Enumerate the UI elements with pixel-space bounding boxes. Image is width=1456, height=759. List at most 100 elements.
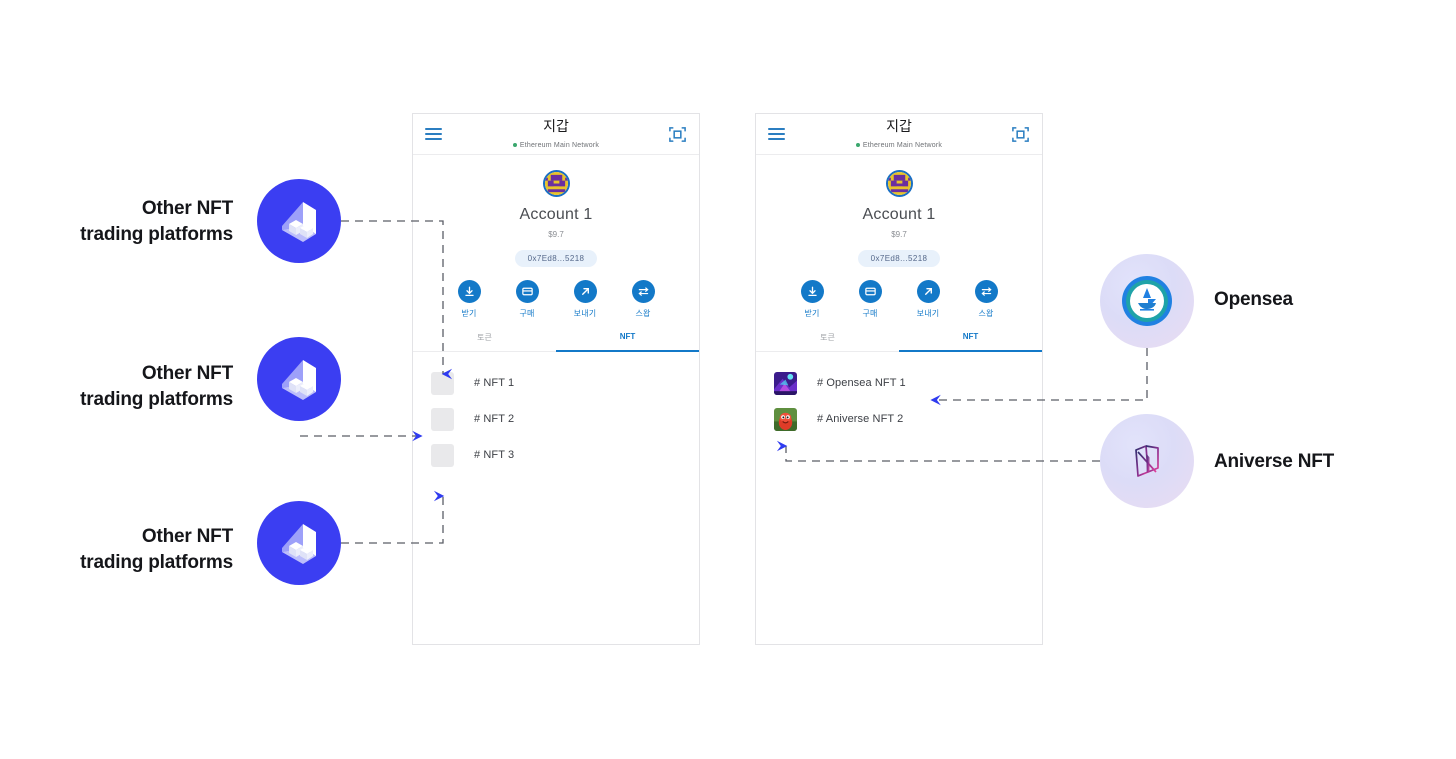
menu-icon[interactable] <box>425 128 442 140</box>
network-label: Ethereum Main Network <box>519 141 600 149</box>
wallet-tabs-left: 토큰 NFT <box>413 332 699 352</box>
receive-label: 받기 <box>804 309 820 318</box>
platform-badge-2[interactable] <box>257 337 341 421</box>
account-balance: $9.7 <box>891 230 907 239</box>
list-item[interactable]: # NFT 2 <box>413 401 699 437</box>
send-label: 보내기 <box>916 309 940 318</box>
wallet-address-pill[interactable]: 0x7Ed8...5218 <box>857 250 941 267</box>
swap-button[interactable]: 스왑 <box>621 280 665 319</box>
page-title: 지갑 <box>543 118 569 134</box>
download-icon <box>457 280 481 303</box>
marketplace-isometric-icon <box>282 360 316 400</box>
platform-badge-1[interactable] <box>257 179 341 263</box>
nft-thumbnail-placeholder <box>431 443 454 467</box>
list-item[interactable]: # NFT 3 <box>413 437 699 473</box>
tab-nft[interactable]: NFT <box>899 332 1042 352</box>
left-label-2-line1: Other NFT <box>141 363 233 384</box>
wallet-address-pill[interactable]: 0x7Ed8...5218 <box>514 250 598 267</box>
avatar[interactable] <box>542 170 570 197</box>
send-button[interactable]: 보내기 <box>906 280 950 319</box>
aniverse-nft-thumbnail <box>774 407 797 431</box>
network-status-dot <box>855 143 860 148</box>
action-buttons-row: 받기 구매 보내기 스 <box>756 280 1042 319</box>
wallet-phone-right: 지갑 Ethereum Main Network <box>755 113 1043 645</box>
left-label-3-line1: Other NFT <box>141 526 233 547</box>
download-icon <box>800 280 824 303</box>
left-label-1-line1: Other NFT <box>141 198 233 219</box>
send-arrow-icon <box>573 280 597 303</box>
qr-scan-icon[interactable] <box>668 125 687 144</box>
phone-title-block: 지갑 Ethereum Main Network <box>756 118 1042 152</box>
list-item[interactable]: # Opensea NFT 1 <box>756 365 1042 401</box>
nft-name: # NFT 3 <box>474 449 515 461</box>
swap-button[interactable]: 스왑 <box>964 280 1008 319</box>
tab-tokens[interactable]: 토큰 <box>756 332 899 352</box>
receive-button[interactable]: 받기 <box>447 280 491 319</box>
phone-body-right: Account 1 $9.7 0x7Ed8...5218 받기 구매 <box>756 155 1042 437</box>
swap-icon <box>974 280 998 303</box>
buy-label: 구매 <box>862 309 878 318</box>
opensea-badge[interactable] <box>1100 254 1194 348</box>
avatar[interactable] <box>885 170 913 197</box>
receive-label: 받기 <box>461 309 477 318</box>
receive-button[interactable]: 받기 <box>790 280 834 319</box>
page-title: 지갑 <box>886 118 912 134</box>
buy-button[interactable]: 구매 <box>848 280 892 319</box>
marketplace-isometric-icon <box>282 524 316 564</box>
network-label: Ethereum Main Network <box>862 141 943 149</box>
left-label-3: Other NFT trading platforms <box>33 524 233 576</box>
left-label-1-line2: trading platforms <box>80 224 233 246</box>
tab-nft[interactable]: NFT <box>556 332 699 352</box>
nft-name: # NFT 2 <box>474 413 515 425</box>
marketplace-isometric-icon <box>282 202 316 242</box>
nft-thumbnail-placeholder <box>431 371 454 395</box>
opensea-label: Opensea <box>1214 287 1434 313</box>
opensea-icon <box>1122 276 1172 326</box>
network-indicator: Ethereum Main Network <box>512 141 600 149</box>
swap-label: 스왑 <box>978 309 994 318</box>
left-label-2-line2: trading platforms <box>80 389 233 411</box>
buy-button[interactable]: 구매 <box>505 280 549 319</box>
card-icon <box>515 280 539 303</box>
send-label: 보내기 <box>573 309 597 318</box>
opensea-label-text: Opensea <box>1214 289 1293 310</box>
tab-tokens[interactable]: 토큰 <box>413 332 556 352</box>
card-icon <box>858 280 882 303</box>
send-button[interactable]: 보내기 <box>563 280 607 319</box>
qr-scan-icon[interactable] <box>1011 125 1030 144</box>
nft-list-left: # NFT 1 # NFT 2 # NFT 3 <box>413 352 699 473</box>
left-label-2: Other NFT trading platforms <box>33 361 233 413</box>
swap-icon <box>631 280 655 303</box>
nft-name: # Opensea NFT 1 <box>817 377 906 389</box>
address-row: 0x7Ed8...5218 <box>756 248 1042 267</box>
phone-header-right: 지갑 Ethereum Main Network <box>756 114 1042 155</box>
buy-label: 구매 <box>519 309 535 318</box>
left-label-3-line2: trading platforms <box>80 552 233 574</box>
action-buttons-row: 받기 구매 보내기 스 <box>413 280 699 319</box>
aniverse-label: Aniverse NFT <box>1214 449 1434 475</box>
nft-name: # Aniverse NFT 2 <box>817 413 904 425</box>
account-name: Account 1 <box>519 206 593 223</box>
nft-list-right: # Opensea NFT 1 <box>756 352 1042 437</box>
network-indicator: Ethereum Main Network <box>855 141 943 149</box>
aniverse-icon <box>1135 445 1159 477</box>
swap-label: 스왑 <box>635 309 651 318</box>
network-status-dot <box>512 143 517 148</box>
left-label-1: Other NFT trading platforms <box>33 196 233 248</box>
platform-badge-3[interactable] <box>257 501 341 585</box>
account-balance: $9.7 <box>548 230 564 239</box>
aniverse-badge[interactable] <box>1100 414 1194 508</box>
send-arrow-icon <box>916 280 940 303</box>
account-name: Account 1 <box>862 206 936 223</box>
phone-title-block: 지갑 Ethereum Main Network <box>413 118 699 152</box>
address-row: 0x7Ed8...5218 <box>413 248 699 267</box>
opensea-nft-thumbnail <box>774 371 797 395</box>
aniverse-label-text: Aniverse NFT <box>1214 451 1335 472</box>
list-item[interactable]: # NFT 1 <box>413 365 699 401</box>
menu-icon[interactable] <box>768 128 785 140</box>
list-item[interactable]: # Aniverse NFT 2 <box>756 401 1042 437</box>
phone-header-left: 지갑 Ethereum Main Network <box>413 114 699 155</box>
phone-body-left: Account 1 $9.7 0x7Ed8...5218 받기 구매 <box>413 155 699 473</box>
wallet-tabs-right: 토큰 NFT <box>756 332 1042 352</box>
